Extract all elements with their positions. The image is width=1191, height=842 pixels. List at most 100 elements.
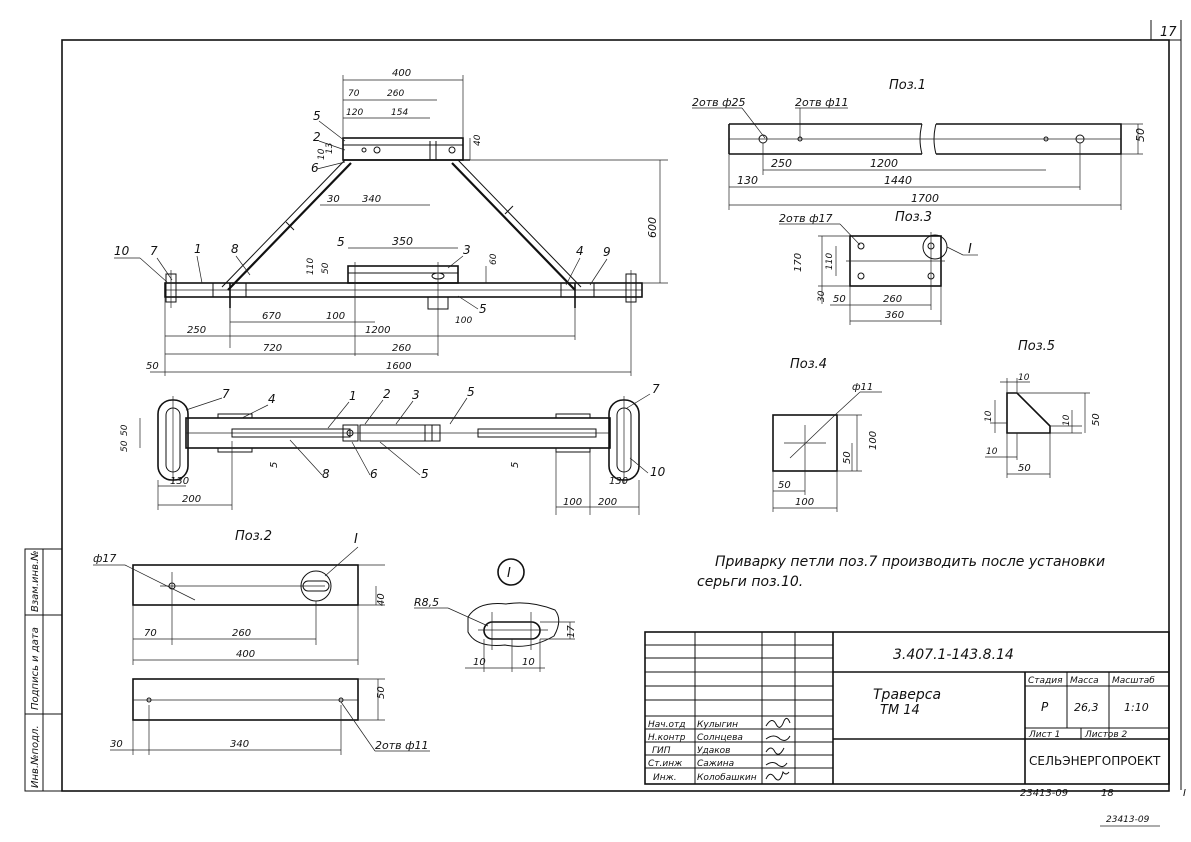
- tb-archive-sheet: 18: [1101, 788, 1114, 799]
- callout-8: 8: [231, 242, 239, 256]
- pos3-dim-360: 360: [885, 310, 904, 321]
- dim-250: 250: [187, 325, 206, 336]
- plan-dim-200-left: 200: [182, 494, 201, 505]
- callout-6: 6: [311, 161, 319, 175]
- footer-copy-mark: 23413-09: [1106, 815, 1150, 825]
- tb-role-3: Ст.инж: [648, 759, 683, 769]
- plan-callout-6: 6: [370, 467, 378, 481]
- dim-400: 400: [392, 68, 411, 79]
- tb-role-1: Н.контр: [648, 733, 686, 743]
- pos3-view: Поз.3 2отв ф17 I 170 110 30 50 260 360: [779, 210, 978, 325]
- pos2-view: Поз.2 ф17 I 40 70 260 400 50: [93, 529, 430, 755]
- pos1-view: Поз.1 2отв ф25 2отв ф11 50 250 1200 130 …: [692, 78, 1147, 210]
- tb-name-4: Колобашкин: [697, 773, 757, 783]
- plan-callout-3: 3: [412, 388, 420, 402]
- pos4-dim-100-v: 100: [868, 431, 879, 450]
- callout-2: 2: [313, 130, 321, 144]
- plan-callout-7-right: 7: [652, 382, 660, 396]
- tb-scale-label: Масштаб: [1112, 676, 1155, 686]
- dim-670: 670: [262, 311, 281, 322]
- plan-dim-50-b: 50: [120, 440, 130, 452]
- tb-role-0: Нач.отд: [648, 720, 685, 730]
- plan-callout-5-b: 5: [421, 467, 429, 481]
- tb-mass: 26,3: [1074, 701, 1099, 714]
- pos3-dim-110: 110: [825, 253, 835, 270]
- plan-dim-130-right: 130: [609, 476, 628, 487]
- pos2-dim-70: 70: [144, 628, 157, 639]
- dim-100: 100: [326, 311, 345, 322]
- tb-mass-label: Масса: [1070, 676, 1099, 686]
- dim-1600: 1600: [386, 361, 411, 372]
- tb-role-4: Инж.: [653, 773, 677, 783]
- page-number: 17: [1160, 25, 1177, 40]
- plan-callout-4: 4: [268, 392, 276, 406]
- side-stamp: Инв.№подл. Подпись и дата Взам.инв.№: [24, 548, 63, 792]
- pos3-dim-170: 170: [793, 253, 804, 272]
- dim-340: 340: [362, 194, 381, 205]
- tb-item-name: Траверса: [873, 687, 941, 703]
- tb-scale: 1:10: [1124, 701, 1149, 714]
- corner-mark: I: [1183, 788, 1186, 799]
- tb-sheet: Лист 1: [1028, 730, 1060, 740]
- pos2-dim-400: 400: [236, 649, 255, 660]
- sheet-frame: [61, 20, 1182, 792]
- pos4-view: Поз.4 ф11 100 50 50 100: [772, 357, 882, 512]
- detail-dim-17: 17: [566, 625, 577, 638]
- tb-stage-label: Стадия: [1028, 676, 1063, 686]
- plan-callout-2: 2: [383, 387, 391, 401]
- dim-100-b: 100: [455, 316, 472, 326]
- plan-dim-130-left: 130: [170, 476, 189, 487]
- pos3-title: Поз.3: [895, 210, 932, 225]
- dim-260-b: 260: [392, 343, 411, 354]
- stamp-replaced-inv: Взам.инв.№: [30, 550, 41, 612]
- tb-name-2: Удаков: [697, 746, 730, 756]
- pos1-dim-250: 250: [771, 157, 792, 170]
- pos3-hole: 2отв ф17: [779, 212, 833, 225]
- callout-3: 3: [463, 243, 471, 257]
- plan-dim-100: 100: [563, 497, 582, 508]
- dim-1200: 1200: [365, 325, 390, 336]
- stamp-signature-date: Подпись и дата: [30, 627, 41, 710]
- detail-I-view: I R8,5 17 10 10: [414, 558, 577, 672]
- dim-70: 70: [348, 89, 360, 99]
- pos4-dim-11: ф11: [852, 382, 873, 393]
- pos2-dim-340: 340: [230, 739, 249, 750]
- dim-720: 720: [263, 343, 282, 354]
- dim-60: 60: [489, 253, 499, 265]
- tb-org: СЕЛЬЭНЕРГОПРОЕКТ: [1029, 754, 1161, 768]
- pos1-hole-a: 2отв ф25: [692, 96, 746, 109]
- pos2-title: Поз.2: [235, 529, 272, 544]
- dim-120: 120: [346, 108, 363, 118]
- note-line-1: Приварку петли поз.7 производить после у…: [715, 554, 1105, 570]
- dim-154: 154: [391, 108, 408, 118]
- plan-callout-5-sec-a: 5: [269, 462, 280, 468]
- tb-name-3: Сажина: [697, 759, 734, 769]
- tb-name-0: Кулыгин: [697, 720, 738, 730]
- dim-40: 40: [473, 134, 483, 146]
- tb-sheets: Листов 2: [1084, 730, 1127, 740]
- plan-callout-7-left: 7: [222, 387, 230, 401]
- plan-dim-200-right: 200: [598, 497, 617, 508]
- plan-callout-8: 8: [322, 467, 330, 481]
- pos2-detail-ref: I: [354, 532, 358, 547]
- pos2-hole-b: 2отв ф11: [375, 739, 429, 752]
- detail-radius: R8,5: [414, 596, 439, 609]
- detail-dim-10-b: 10: [522, 657, 535, 668]
- tb-item-code: ТМ 14: [880, 703, 920, 718]
- callout-1: 1: [194, 242, 202, 256]
- pos3-detail-ref: I: [968, 242, 972, 257]
- dim-10: 10: [317, 148, 327, 160]
- pos2-hole-a: ф17: [93, 552, 116, 565]
- dim-30: 30: [327, 194, 340, 205]
- callout-7: 7: [150, 244, 158, 258]
- title-block: 3.407.1-143.8.14 Траверса ТМ 14 Стадия М…: [644, 631, 1170, 785]
- pos1-dim-1200: 1200: [870, 157, 898, 170]
- dim-600: 600: [646, 217, 659, 238]
- pos2-dim-40: 40: [376, 593, 387, 606]
- pos1-dim-130: 130: [737, 174, 758, 187]
- dim-50-left: 50: [146, 361, 159, 372]
- pos3-dim-260: 260: [883, 294, 902, 305]
- pos3-dim-30: 30: [817, 290, 827, 302]
- pos4-dim-50-v: 50: [842, 451, 853, 464]
